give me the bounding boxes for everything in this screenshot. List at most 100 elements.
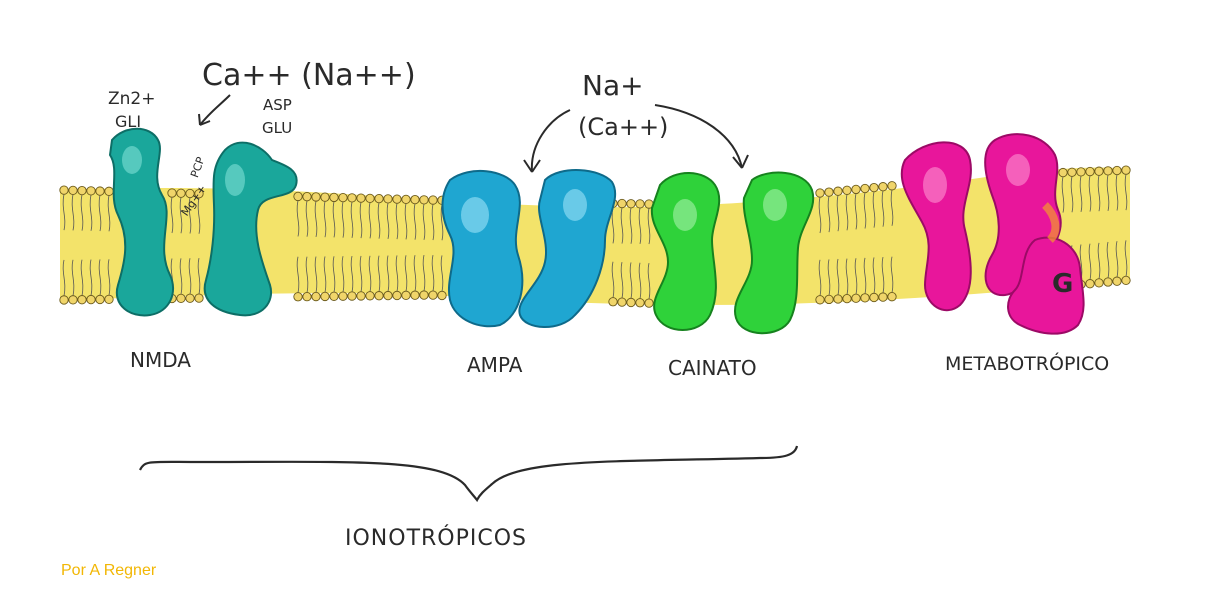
lipid-head — [1059, 168, 1067, 176]
lipid-head — [1095, 167, 1103, 175]
lipid-head — [384, 291, 392, 299]
lipid-head — [357, 292, 365, 300]
lipid-head — [168, 189, 176, 197]
lipid-head — [357, 194, 365, 202]
lipid-head — [348, 292, 356, 300]
lipid-head — [636, 299, 644, 307]
lipid-head — [438, 291, 446, 299]
lipid-head — [1068, 168, 1076, 176]
lipid-head — [348, 194, 356, 202]
lipid-head — [420, 291, 428, 299]
lipid-head — [1104, 278, 1112, 286]
lipid-head — [1122, 276, 1130, 284]
lipid-head — [618, 298, 626, 306]
ampa-subunit-left — [443, 171, 523, 326]
ampa-ion-label-line1: Na+ — [582, 69, 644, 102]
lipid-head — [429, 291, 437, 299]
lipid-head — [402, 291, 410, 299]
lipid-head — [834, 295, 842, 303]
lipid-head — [1122, 166, 1130, 174]
lipid-head — [393, 291, 401, 299]
lipid-head — [888, 182, 896, 190]
site-glu-label: GLU — [262, 119, 292, 137]
lipid-head — [1113, 166, 1121, 174]
lipid-head — [177, 294, 185, 302]
lipid-head — [321, 193, 329, 201]
site-asp-label: ASP — [263, 96, 292, 114]
lipid-head — [87, 295, 95, 303]
lipid-head — [195, 294, 203, 302]
lipid-head — [402, 195, 410, 203]
lipid-head — [888, 292, 896, 300]
lipid-head — [321, 292, 329, 300]
lipid-head — [78, 296, 86, 304]
nmda-ion-arrow — [200, 95, 230, 125]
lipid-head — [375, 194, 383, 202]
lipid-head — [1086, 279, 1094, 287]
site-gli-label: GLI — [115, 112, 141, 131]
lipid-head — [825, 188, 833, 196]
lipid-head — [312, 193, 320, 201]
lipid-head — [294, 293, 302, 301]
lipid-head — [96, 295, 104, 303]
lipid-head — [294, 192, 302, 200]
lipid-head — [816, 296, 824, 304]
lipid-head — [339, 292, 347, 300]
lipid-head — [1104, 167, 1112, 175]
site-pcp-label: PCP — [188, 155, 208, 179]
lipid-head — [816, 189, 824, 197]
lipid-head — [879, 183, 887, 191]
lipid-head — [870, 293, 878, 301]
lipid-head — [186, 294, 194, 302]
lipid-head — [330, 193, 338, 201]
lipid-head — [303, 192, 311, 200]
lipid-head — [636, 200, 644, 208]
lipid-head — [339, 193, 347, 201]
lipid-head — [105, 187, 113, 195]
lipid-head — [330, 292, 338, 300]
lipid-head — [420, 196, 428, 204]
lipid-head — [843, 294, 851, 302]
lipid-head — [852, 185, 860, 193]
lipid-head — [825, 295, 833, 303]
lipid-head — [1095, 279, 1103, 287]
lipid-head — [60, 186, 68, 194]
lipid-head — [177, 189, 185, 197]
lipid-head — [411, 291, 419, 299]
lipid-head — [69, 296, 77, 304]
lipid-head — [393, 195, 401, 203]
lipid-head — [609, 298, 617, 306]
lipid-head — [312, 292, 320, 300]
site-zn-label: Zn2+ — [108, 89, 155, 109]
g-protein-label: G — [1052, 269, 1073, 299]
lipid-head — [618, 199, 626, 207]
lipid-head — [861, 294, 869, 302]
lipid-head — [834, 187, 842, 195]
lipid-head — [852, 294, 860, 302]
lipid-head — [78, 186, 86, 194]
ampa-label: AMPA — [467, 353, 523, 377]
lipid-head — [1113, 277, 1121, 285]
lipid-head — [627, 298, 635, 306]
lipid-head — [861, 184, 869, 192]
lipid-head — [1086, 167, 1094, 175]
lipid-head — [366, 194, 374, 202]
nmda-ion-label: Ca++ (Na++) — [202, 58, 416, 93]
lipid-head — [384, 195, 392, 203]
lipid-head — [870, 183, 878, 191]
ionotropicos-label: IONOTRÓPICOS — [345, 525, 527, 551]
lipid-head — [87, 187, 95, 195]
lipid-head — [429, 196, 437, 204]
author-credit: Por A Regner — [61, 562, 156, 580]
nmda-label: NMDA — [130, 348, 191, 372]
lipid-head — [303, 292, 311, 300]
lipid-head — [60, 296, 68, 304]
cainato-label: CAINATO — [668, 356, 757, 380]
lipid-head — [96, 187, 104, 195]
lipid-head — [879, 293, 887, 301]
lipid-head — [645, 299, 653, 307]
ionotropic-bracket — [140, 446, 797, 500]
lipid-head — [366, 292, 374, 300]
metabotropico-label: METABOTRÓPICO — [945, 351, 1109, 375]
